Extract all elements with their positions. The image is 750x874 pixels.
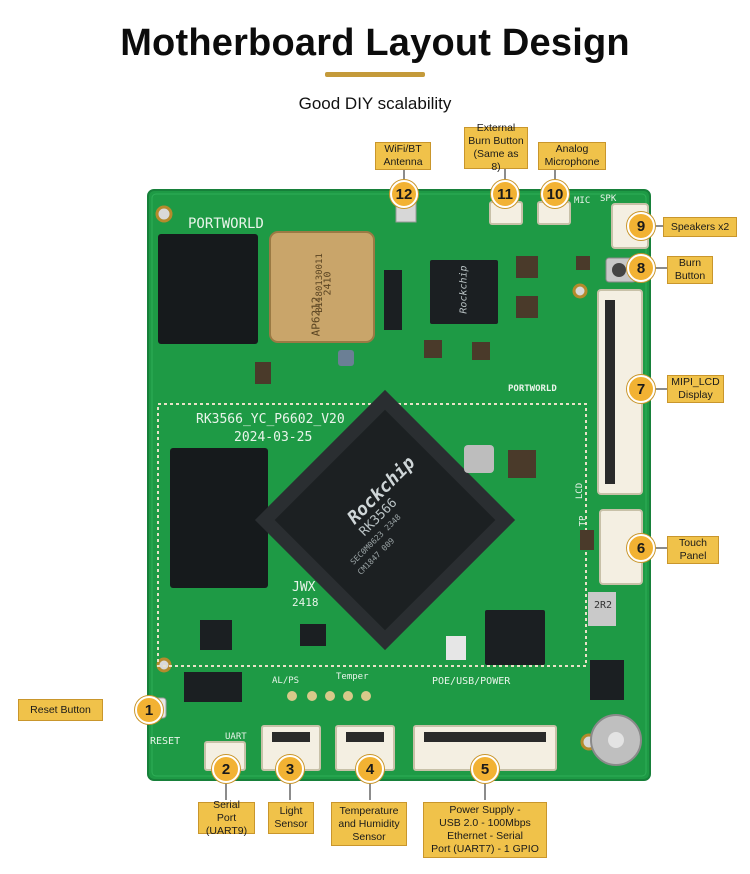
silk-reset: RESET bbox=[150, 736, 181, 747]
page-title: Motherboard Layout Design bbox=[120, 22, 630, 64]
callout-speakers: Speakers x2 bbox=[663, 217, 737, 237]
callout-badge-5: 5 bbox=[471, 755, 499, 783]
page-subtitle: Good DIY scalability bbox=[298, 94, 452, 113]
callout-burn-button: Burn Button bbox=[667, 256, 713, 284]
callout-badge-3: 3 bbox=[276, 755, 304, 783]
callout-mipi-lcd: MIPI_LCD Display bbox=[667, 375, 724, 403]
callout-badge-12: 12 bbox=[390, 180, 418, 208]
title-underline bbox=[325, 72, 425, 77]
mount-hole bbox=[155, 205, 173, 223]
usb-hub-chip bbox=[485, 610, 545, 665]
silk-lcd: LCD bbox=[575, 482, 586, 500]
callout-badge-6: 6 bbox=[627, 534, 655, 562]
callout-power-supply: Power Supply - USB 2.0 - 100Mbps Etherne… bbox=[423, 802, 547, 858]
wifi-code2: B1180130011 bbox=[314, 253, 325, 313]
callout-badge-9: 9 bbox=[627, 212, 655, 240]
silk-spk: SPK bbox=[600, 194, 617, 204]
silk-date: 2024-03-25 bbox=[234, 430, 313, 445]
silk-uart: UART bbox=[225, 732, 247, 742]
callout-temp-humidity-sensor: Temperature and Humidity Sensor bbox=[331, 802, 407, 846]
silk-temper: Temper bbox=[336, 672, 369, 682]
silk-tp: TP bbox=[578, 515, 589, 527]
callout-badge-7: 7 bbox=[627, 375, 655, 403]
callout-badge-4: 4 bbox=[356, 755, 384, 783]
callout-wifi-bt-antenna: WiFi/BT Antenna bbox=[375, 142, 431, 170]
callout-analog-microphone: Analog Microphone bbox=[538, 142, 606, 170]
callout-badge-2: 2 bbox=[212, 755, 240, 783]
silk-alps: AL/PS bbox=[272, 676, 300, 686]
silk-brand-top: PORTWORLD bbox=[188, 216, 264, 232]
callout-light-sensor: Light Sensor bbox=[268, 802, 314, 834]
silk-poe: POE/USB/POWER bbox=[432, 676, 511, 687]
wifi-module bbox=[269, 231, 375, 343]
callout-badge-11: 11 bbox=[491, 180, 519, 208]
callout-serial-port: Serial Port (UART9) bbox=[198, 799, 255, 837]
callout-badge-1: 1 bbox=[135, 696, 163, 724]
silk-jwx-code: 2418 bbox=[292, 596, 319, 609]
callout-touch-panel: Touch Panel bbox=[667, 536, 719, 564]
silk-model: RK3566_YC_P6602_V20 bbox=[196, 412, 345, 427]
emmc-chip bbox=[158, 234, 258, 344]
silk-logo: PORTWORLD bbox=[508, 384, 557, 394]
ethernet-phy-chip bbox=[430, 260, 498, 324]
pcie-chip-label: Rockchip bbox=[458, 265, 470, 314]
callout-external-burn-button: External Burn Button (Same as 8) bbox=[464, 122, 528, 173]
silk-mic: MIC bbox=[574, 196, 591, 206]
callout-reset-button: Reset Button bbox=[18, 699, 103, 721]
ram-chip bbox=[170, 448, 268, 588]
silk-2r2: 2R2 bbox=[594, 600, 613, 611]
callout-badge-8: 8 bbox=[627, 254, 655, 282]
silk-jwx: JWX bbox=[292, 580, 316, 595]
mount-hole bbox=[572, 283, 588, 299]
callout-badge-10: 10 bbox=[541, 180, 569, 208]
